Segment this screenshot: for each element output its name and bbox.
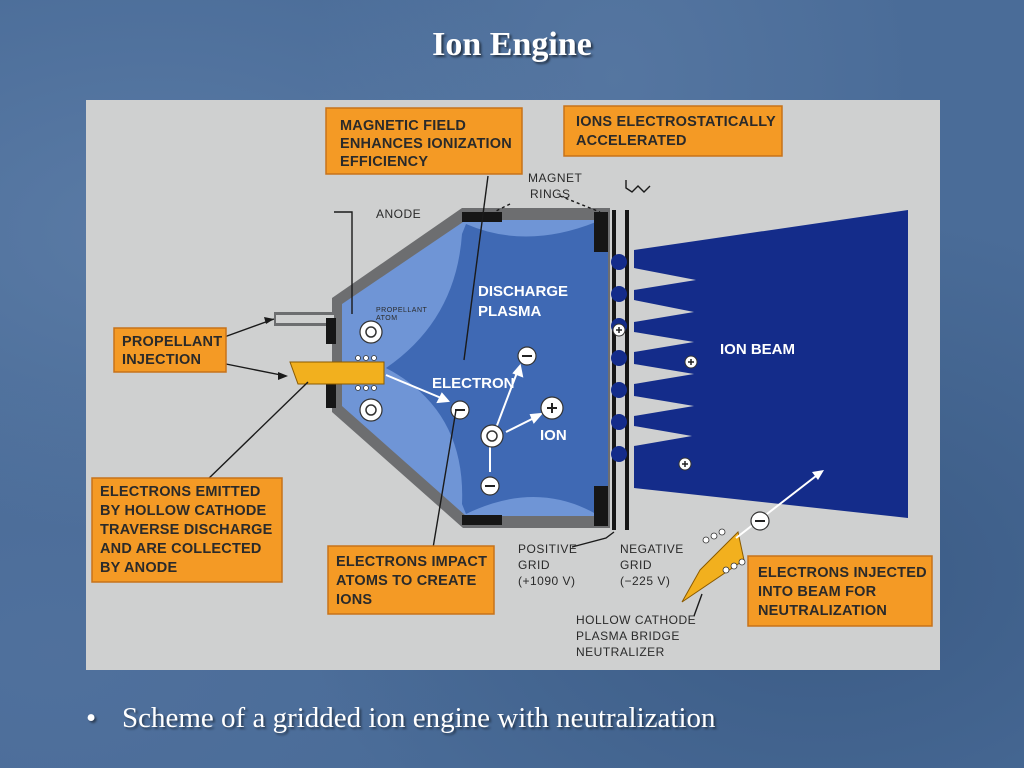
- callout-line: TRAVERSE DISCHARGE: [100, 522, 273, 538]
- callout-line: NEUTRALIZATION: [758, 603, 887, 619]
- label-negative-grid: (−225 V): [620, 574, 670, 588]
- callout-line: INJECTION: [122, 352, 201, 368]
- callout-line: ELECTRONS INJECTED: [758, 565, 927, 581]
- label-discharge: DISCHARGE: [478, 283, 568, 300]
- callout-line: ELECTRONS IMPACT: [336, 554, 487, 570]
- electron-particle: [450, 400, 470, 420]
- label-neutralizer: NEUTRALIZER: [576, 645, 665, 659]
- cathode-holes: [355, 355, 377, 391]
- callout-line: IONS: [336, 592, 372, 608]
- beam-ion-particles: [612, 323, 698, 471]
- label-negative-grid: NEGATIVE: [620, 542, 684, 556]
- callout-line: IONS ELECTROSTATICALLY: [576, 114, 776, 130]
- label-propellant-atom: ATOM: [376, 315, 398, 322]
- callout-line: ATOMS TO CREATE: [336, 573, 477, 589]
- bullet-text: Scheme of a gridded ion engine with neut…: [122, 702, 716, 734]
- label-ion-beam: ION BEAM: [720, 341, 795, 358]
- propellant-atom-lower: [359, 398, 383, 422]
- label-positive-grid: GRID: [518, 558, 550, 572]
- callout-line: BY ANODE: [100, 560, 177, 576]
- propellant-atom-upper: [359, 320, 383, 344]
- neutralizer-electron-path: [735, 470, 824, 539]
- label-positive-grid: (+1090 V): [518, 574, 576, 588]
- feed-tube-bore: [276, 315, 334, 323]
- callout-line: EFFICIENCY: [340, 154, 428, 170]
- ion-particle: [540, 396, 564, 420]
- label-positive-grid: POSITIVE: [518, 542, 577, 556]
- neutralizer-holes: [702, 528, 746, 574]
- slide-title: Ion Engine: [432, 26, 592, 63]
- discharge-plasma: [386, 222, 608, 514]
- label-negative-grid: GRID: [620, 558, 652, 572]
- arrowhead: [278, 372, 288, 380]
- callout-line: ACCELERATED: [576, 133, 687, 149]
- callout-electrons-impact: ELECTRONS IMPACT ATOMS TO CREATE IONS: [327, 545, 495, 615]
- callout-line: AND ARE COLLECTED: [100, 541, 262, 557]
- label-neutralizer: PLASMA BRIDGE: [576, 629, 680, 643]
- callout-line: INTO BEAM FOR: [758, 584, 877, 600]
- arrowhead: [264, 317, 274, 324]
- atom-particle: [480, 424, 504, 448]
- ion-beam: [634, 210, 908, 518]
- label-propellant-atom: PROPELLANT: [376, 307, 428, 314]
- electron-particle: [480, 476, 500, 496]
- electron-particle: [517, 346, 537, 366]
- callout-line: BY HOLLOW CATHODE: [100, 503, 267, 519]
- callout-ions-accelerated: IONS ELECTROSTATICALLY ACCELERATED: [563, 105, 783, 157]
- callout-line: PROPELLANT: [122, 334, 222, 350]
- label-ion: ION: [540, 427, 567, 444]
- electron-paths: [385, 363, 544, 472]
- bullet-dot-icon: •: [86, 702, 97, 734]
- callout-electrons-emitted: ELECTRONS EMITTED BY HOLLOW CATHODE TRAV…: [91, 477, 283, 583]
- callout-line: ELECTRONS EMITTED: [100, 484, 261, 500]
- callout-electrons-injected: ELECTRONS INJECTED INTO BEAM FOR NEUTRAL…: [747, 555, 933, 627]
- callout-line: ENHANCES IONIZATION: [340, 136, 512, 152]
- label-rings: RINGS: [530, 187, 571, 201]
- label-electron: ELECTRON: [432, 375, 515, 392]
- ion-engine-diagram: MAGNETIC FIELD ENHANCES IONIZATION EFFIC…: [86, 100, 940, 670]
- callout-magnetic-field: MAGNETIC FIELD ENHANCES IONIZATION EFFIC…: [325, 107, 523, 175]
- bullet-item: • Scheme of a gridded ion engine with neu…: [86, 702, 716, 735]
- label-plasma: PLASMA: [478, 303, 542, 320]
- beam-teeth: [634, 268, 696, 446]
- label-neutralizer: HOLLOW CATHODE: [576, 613, 696, 627]
- hollow-cathode: [289, 361, 385, 385]
- callout-propellant-injection: PROPELLANT INJECTION: [113, 327, 227, 373]
- callout-line: MAGNETIC FIELD: [340, 118, 466, 134]
- label-anode: ANODE: [376, 207, 421, 221]
- diagram-svg: MAGNETIC FIELD ENHANCES IONIZATION EFFIC…: [91, 105, 933, 659]
- label-magnet: MAGNET: [528, 171, 583, 185]
